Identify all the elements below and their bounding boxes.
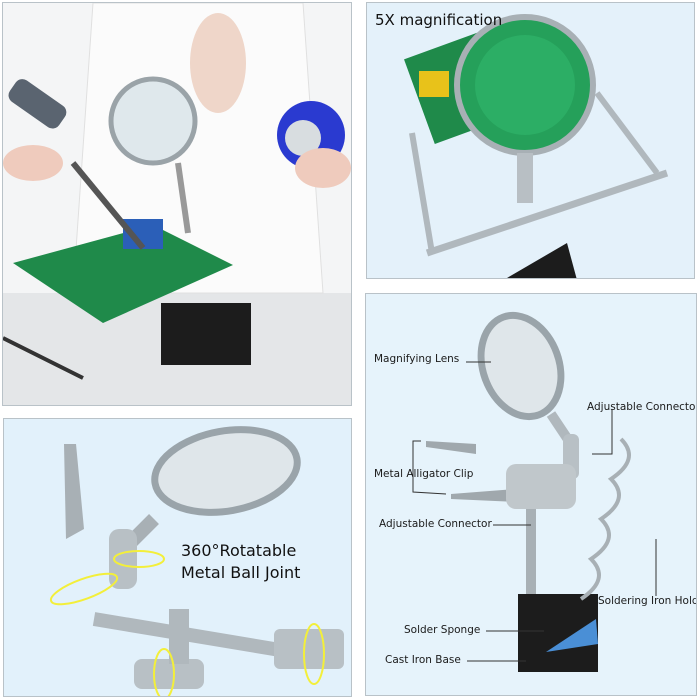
magnifier-pcb-illustration [404,14,669,278]
panel-ball-joint: 360°Rotatable Metal Ball Joint [3,418,352,697]
label-adjustable-connector-bottom: Adjustable Connector [379,518,492,530]
label-solder-sponge: Solder Sponge [404,624,481,636]
ball-joint-caption-line1: 360°Rotatable [181,541,297,560]
soldering-scene-illustration [3,3,351,405]
photo-soldering-in-use [2,2,352,406]
ball-joint-caption-line2: Metal Ball Joint [181,563,301,582]
panel-magnification: 5X magnification [366,2,695,279]
panel-parts-diagram: Magnifying Lens Adjustable Connector Met… [365,293,697,696]
label-soldering-iron-holder: Soldering Iron Holde [598,595,697,607]
label-cast-iron-base: Cast Iron Base [385,654,461,666]
leader-lines [412,361,657,662]
ball-joint-illustration [49,426,344,696]
label-metal-alligator-clip: Metal Alligator Clip [374,468,474,480]
label-adjustable-connector-top: Adjustable Connector [587,401,697,413]
parts-diagram-illustration [412,311,657,672]
label-magnifying-lens: Magnifying Lens [374,353,460,365]
magnification-title: 5X magnification [375,11,503,29]
